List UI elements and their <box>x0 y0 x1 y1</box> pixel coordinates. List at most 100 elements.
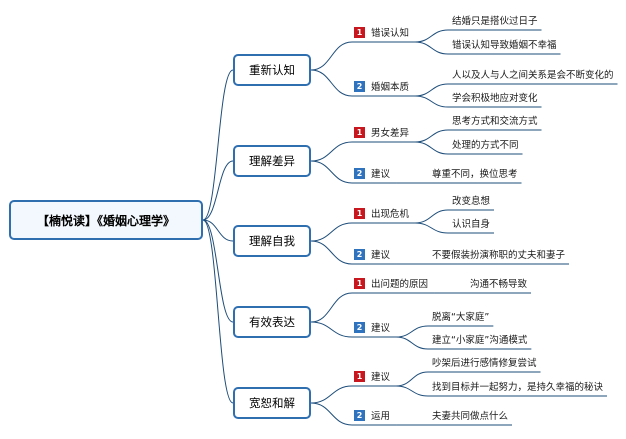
subtopic[interactable]: 1 错误认知 <box>354 25 409 39</box>
root-to-topic-connector <box>202 160 234 221</box>
main-topic-label: 宽恕和解 <box>249 396 295 410</box>
priority-2-badge: 2 <box>354 80 365 92</box>
priority-1-badge: 1 <box>354 207 365 219</box>
detail-item[interactable]: 不要假装扮演称职的丈夫和妻子 <box>432 247 565 261</box>
subtopic-label: 建议 <box>371 372 391 383</box>
detail-item-label: 学会积极地应对变化 <box>452 93 538 104</box>
main-topic[interactable]: 重新认知 <box>233 54 311 86</box>
subtopic-to-detail-connector <box>415 41 449 55</box>
detail-item-label: 找到目标并一起努力，是持久幸福的秘诀 <box>432 382 604 393</box>
subtopic-label: 建议 <box>371 250 391 261</box>
subtopic-to-detail-connector <box>415 129 449 143</box>
detail-item-label: 尊重不同，换位思考 <box>432 169 518 180</box>
subtopic-to-detail-connector <box>415 83 449 97</box>
main-topic[interactable]: 理解自我 <box>233 225 311 257</box>
subtopic-to-detail-connector <box>396 371 429 387</box>
root-topic-label: 【楠悦读】《婚姻心理学》 <box>36 213 175 228</box>
subtopic[interactable]: 2 运用 <box>354 408 390 422</box>
detail-item[interactable]: 沟通不畅导致 <box>470 276 527 290</box>
detail-item-label: 思考方式和交流方式 <box>452 116 538 127</box>
detail-item-label: 建立“小家庭”沟通模式 <box>432 335 528 346</box>
subtopic-to-detail-connector <box>396 385 429 397</box>
topic-to-subtopic-connector <box>310 141 353 162</box>
detail-item[interactable]: 认识自身 <box>452 216 490 230</box>
priority-1-badge: 1 <box>354 26 365 38</box>
priority-2-badge: 2 <box>354 248 365 260</box>
priority-2-badge: 2 <box>354 409 365 421</box>
subtopic[interactable]: 2 建议 <box>354 247 390 261</box>
detail-item-label: 结婚只是搭伙过日子 <box>452 16 538 27</box>
root-to-topic-connector <box>202 219 234 323</box>
detail-item[interactable]: 夫妻共同做点什么 <box>432 408 508 422</box>
topic-to-subtopic-connector <box>310 292 353 323</box>
subtopic[interactable]: 1 出现危机 <box>354 206 409 220</box>
detail-item-label: 处理的方式不同 <box>452 140 519 151</box>
topic-to-subtopic-connector <box>310 160 353 184</box>
subtopic-label: 出问题的原因 <box>371 279 429 290</box>
subtopic[interactable]: 1 出问题的原因 <box>354 276 428 290</box>
main-topic-label: 重新认知 <box>249 63 295 77</box>
detail-item[interactable]: 学会积极地应对变化 <box>452 90 538 104</box>
subtopic[interactable]: 1 建议 <box>354 369 390 383</box>
subtopic[interactable]: 2 建议 <box>354 320 390 334</box>
subtopic-to-detail-connector <box>415 95 449 108</box>
subtopic-label: 出现危机 <box>371 209 410 220</box>
subtopic-to-detail-connector <box>415 29 449 43</box>
root-to-topic-connector <box>202 219 234 404</box>
priority-2-badge: 2 <box>354 321 365 333</box>
detail-item[interactable]: 建立“小家庭”沟通模式 <box>432 332 527 346</box>
subtopic-to-detail-connector <box>415 222 449 234</box>
main-topic[interactable]: 有效表达 <box>233 306 311 338</box>
root-to-topic-connector <box>202 69 234 221</box>
detail-item-label: 认识自身 <box>452 219 491 230</box>
root-topic[interactable]: 【楠悦读】《婚姻心理学》 <box>9 200 203 240</box>
priority-2-badge: 2 <box>354 167 365 179</box>
detail-item-label: 脱离“大家庭” <box>432 312 490 323</box>
main-topic[interactable]: 理解差异 <box>233 145 311 177</box>
subtopic-label: 男女差异 <box>371 128 410 139</box>
subtopic-label: 建议 <box>371 169 391 180</box>
detail-item-label: 吵架后进行感情修复尝试 <box>432 358 537 369</box>
detail-item-label: 错误认知导致婚姻不幸福 <box>452 40 557 51</box>
main-topic-label: 理解差异 <box>249 154 295 168</box>
detail-item[interactable]: 结婚只是搭伙过日子 <box>452 13 538 27</box>
subtopic-label: 错误认知 <box>371 28 410 39</box>
topic-to-subtopic-connector <box>310 222 353 242</box>
topic-to-subtopic-connector <box>310 321 353 338</box>
detail-item-label: 不要假装扮演称职的丈夫和妻子 <box>432 250 566 261</box>
subtopic-to-detail-connector <box>396 336 429 350</box>
subtopic-label: 建议 <box>371 323 391 334</box>
subtopic-label: 运用 <box>371 411 391 422</box>
detail-item[interactable]: 错误认知导致婚姻不幸福 <box>452 37 557 51</box>
detail-item[interactable]: 处理的方式不同 <box>452 137 519 151</box>
detail-item-label: 人以及人与人之间关系是会不断变化的 <box>452 70 614 81</box>
detail-item[interactable]: 人以及人与人之间关系是会不断变化的 <box>452 67 614 81</box>
priority-1-badge: 1 <box>354 370 365 382</box>
subtopic[interactable]: 2 婚姻本质 <box>354 79 409 93</box>
subtopic-label: 婚姻本质 <box>371 82 410 93</box>
detail-item[interactable]: 脱离“大家庭” <box>432 309 489 323</box>
topic-to-subtopic-connector <box>310 41 353 71</box>
root-to-topic-connector <box>202 219 234 242</box>
subtopic[interactable]: 1 男女差异 <box>354 125 409 139</box>
detail-item-label: 改变息想 <box>452 196 491 207</box>
subtopic-to-detail-connector <box>415 209 449 224</box>
detail-item[interactable]: 找到目标并一起努力，是持久幸福的秘诀 <box>432 379 603 393</box>
detail-item[interactable]: 思考方式和交流方式 <box>452 113 538 127</box>
topic-to-subtopic-connector <box>310 69 353 97</box>
detail-item[interactable]: 吵架后进行感情修复尝试 <box>432 355 537 369</box>
detail-item[interactable]: 改变息想 <box>452 193 490 207</box>
main-topic-label: 有效表达 <box>249 315 295 329</box>
priority-1-badge: 1 <box>354 126 365 138</box>
subtopic-to-detail-connector <box>396 325 429 338</box>
detail-item-label: 夫妻共同做点什么 <box>432 411 509 422</box>
main-topic[interactable]: 宽恕和解 <box>233 387 311 419</box>
detail-item-label: 沟通不畅导致 <box>470 279 528 290</box>
main-topic-label: 理解自我 <box>249 234 295 248</box>
subtopic[interactable]: 2 建议 <box>354 166 390 180</box>
priority-1-badge: 1 <box>354 277 365 289</box>
detail-item[interactable]: 尊重不同，换位思考 <box>432 166 518 180</box>
subtopic-to-detail-connector <box>415 141 449 155</box>
